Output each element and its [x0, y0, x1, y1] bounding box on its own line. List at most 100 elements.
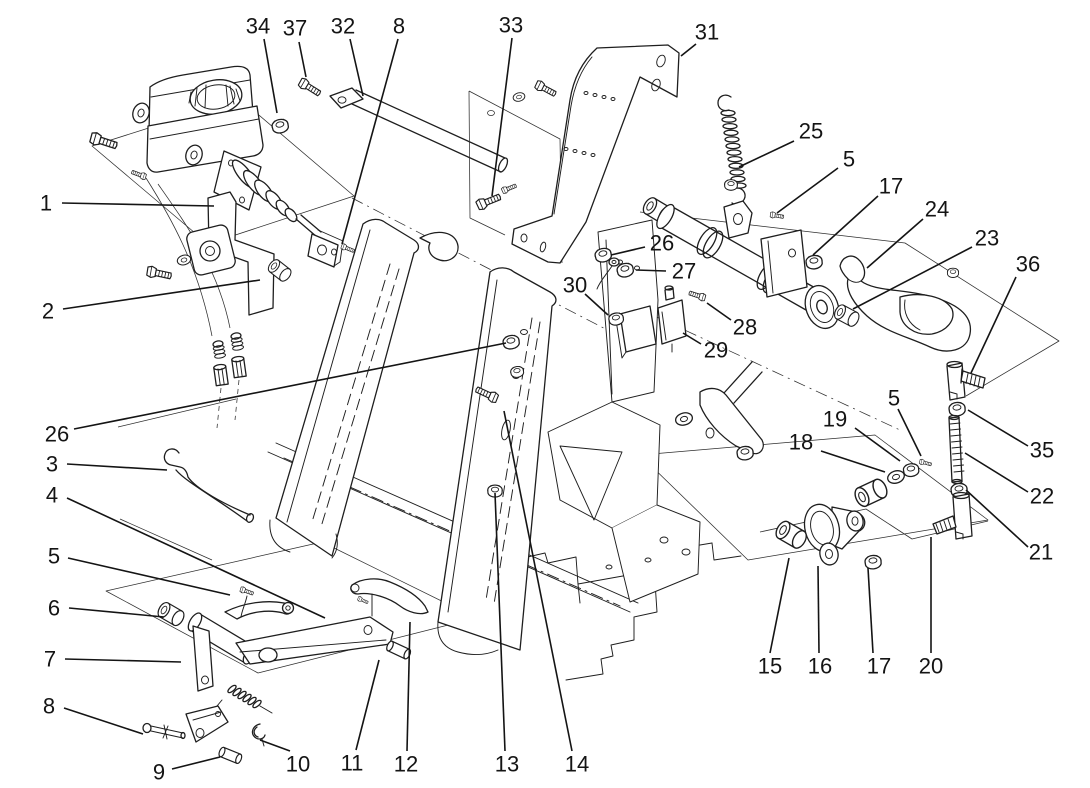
leader-line-12 — [406, 621, 411, 752]
leader-line-24 — [866, 218, 924, 269]
leader-line-26a — [73, 342, 507, 430]
callout-32: 32 — [331, 14, 355, 39]
callout-5b: 5 — [843, 147, 855, 172]
callout-1: 1 — [40, 191, 52, 216]
leader-line-22 — [964, 452, 1029, 493]
callout-31: 31 — [695, 20, 719, 45]
pedal-tower-left — [269, 218, 459, 559]
callout-10: 10 — [286, 752, 310, 777]
leader-line-28 — [706, 302, 732, 321]
leader-line-36 — [970, 276, 1017, 374]
leader-line-5a — [67, 557, 231, 596]
callout-19: 19 — [823, 407, 847, 432]
interlock-switch-group — [593, 246, 707, 353]
callout-30: 30 — [563, 273, 587, 298]
leader-line-35 — [967, 409, 1029, 447]
leader-line-6 — [68, 607, 165, 618]
leader-line-3 — [66, 463, 168, 471]
phantom-outlines — [91, 98, 1060, 674]
callout-17a: 17 — [879, 174, 903, 199]
leader-line-5c — [897, 408, 922, 457]
callout-22: 22 — [1030, 484, 1054, 509]
callout-25: 25 — [799, 119, 823, 144]
callout-8a: 8 — [43, 694, 55, 719]
leader-line-19 — [854, 427, 901, 462]
leader-line-5b — [776, 167, 839, 214]
callout-9: 9 — [153, 760, 165, 785]
callout-15: 15 — [758, 654, 782, 679]
leader-line-31 — [680, 43, 697, 57]
callout-18: 18 — [789, 430, 813, 455]
callout-35: 35 — [1030, 438, 1054, 463]
support-bracket-31 — [511, 44, 680, 264]
callout-20: 20 — [919, 654, 943, 679]
callout-11: 11 — [341, 751, 364, 776]
parking-brake-assembly — [142, 578, 429, 765]
callout-21: 21 — [1029, 540, 1053, 565]
brake-pedal-24 — [839, 255, 971, 352]
leader-line-37 — [298, 41, 307, 78]
callout-33: 33 — [499, 13, 523, 38]
callout-7: 7 — [44, 647, 56, 672]
lower-right-brackets — [547, 361, 764, 603]
leader-line-25 — [738, 140, 795, 168]
callout-29: 29 — [704, 338, 728, 363]
leader-line-23 — [852, 246, 973, 310]
callout-14: 14 — [565, 752, 589, 777]
leader-line-15 — [769, 557, 790, 654]
trunnion-linkage — [772, 458, 933, 571]
callout-27: 27 — [672, 259, 696, 284]
leader-line-14 — [503, 410, 573, 752]
vertical-link-rod — [932, 360, 986, 540]
callout-5a: 5 — [48, 544, 60, 569]
leader-line-13 — [494, 492, 506, 752]
leader-line-26b — [610, 246, 646, 256]
callout-3: 3 — [46, 452, 58, 477]
callout-13: 13 — [495, 752, 519, 777]
cross-shaft-assembly — [640, 179, 960, 330]
brake-rod-32 — [296, 76, 509, 173]
leader-line-34 — [263, 38, 278, 114]
leader-line-18 — [820, 450, 886, 473]
leader-line-32 — [349, 38, 364, 97]
pedal-tower-right — [437, 267, 557, 656]
callout-12: 12 — [394, 752, 418, 777]
callout-28: 28 — [733, 315, 757, 340]
callout-4: 4 — [46, 483, 58, 508]
brake-line-fittings — [212, 332, 247, 429]
callout-24: 24 — [925, 197, 949, 222]
callout-37: 37 — [283, 16, 307, 41]
leader-line-11 — [355, 659, 380, 751]
callout-5c: 5 — [888, 386, 900, 411]
leader-line-27 — [635, 269, 667, 272]
leader-line-1 — [61, 202, 215, 207]
leader-line-21 — [965, 489, 1029, 548]
leader-line-16 — [817, 565, 820, 654]
leader-line-7 — [64, 658, 182, 663]
leader-line-17a — [812, 195, 879, 256]
leader-line-29 — [682, 332, 702, 345]
callout-23: 23 — [975, 226, 999, 251]
callout-8b: 8 — [393, 14, 405, 39]
master-cylinder — [88, 65, 356, 429]
callout-6: 6 — [48, 596, 60, 621]
leader-line-9 — [171, 756, 221, 770]
callout-34: 34 — [246, 14, 270, 39]
leader-line-17b — [867, 567, 874, 654]
leader-line-30 — [584, 293, 609, 316]
callout-2: 2 — [42, 299, 54, 324]
leader-line-8a — [63, 707, 144, 735]
leader-line-4 — [66, 497, 326, 619]
callout-26b: 26 — [650, 231, 674, 256]
return-spring-25 — [717, 94, 747, 213]
leader-line-10 — [259, 739, 291, 752]
leader-line-2 — [62, 279, 261, 310]
leader-line-33 — [491, 37, 513, 197]
callout-17b: 17 — [867, 654, 891, 679]
callout-26a: 26 — [45, 422, 69, 447]
leader-line-8b — [341, 38, 399, 245]
callout-36: 36 — [1016, 252, 1040, 277]
